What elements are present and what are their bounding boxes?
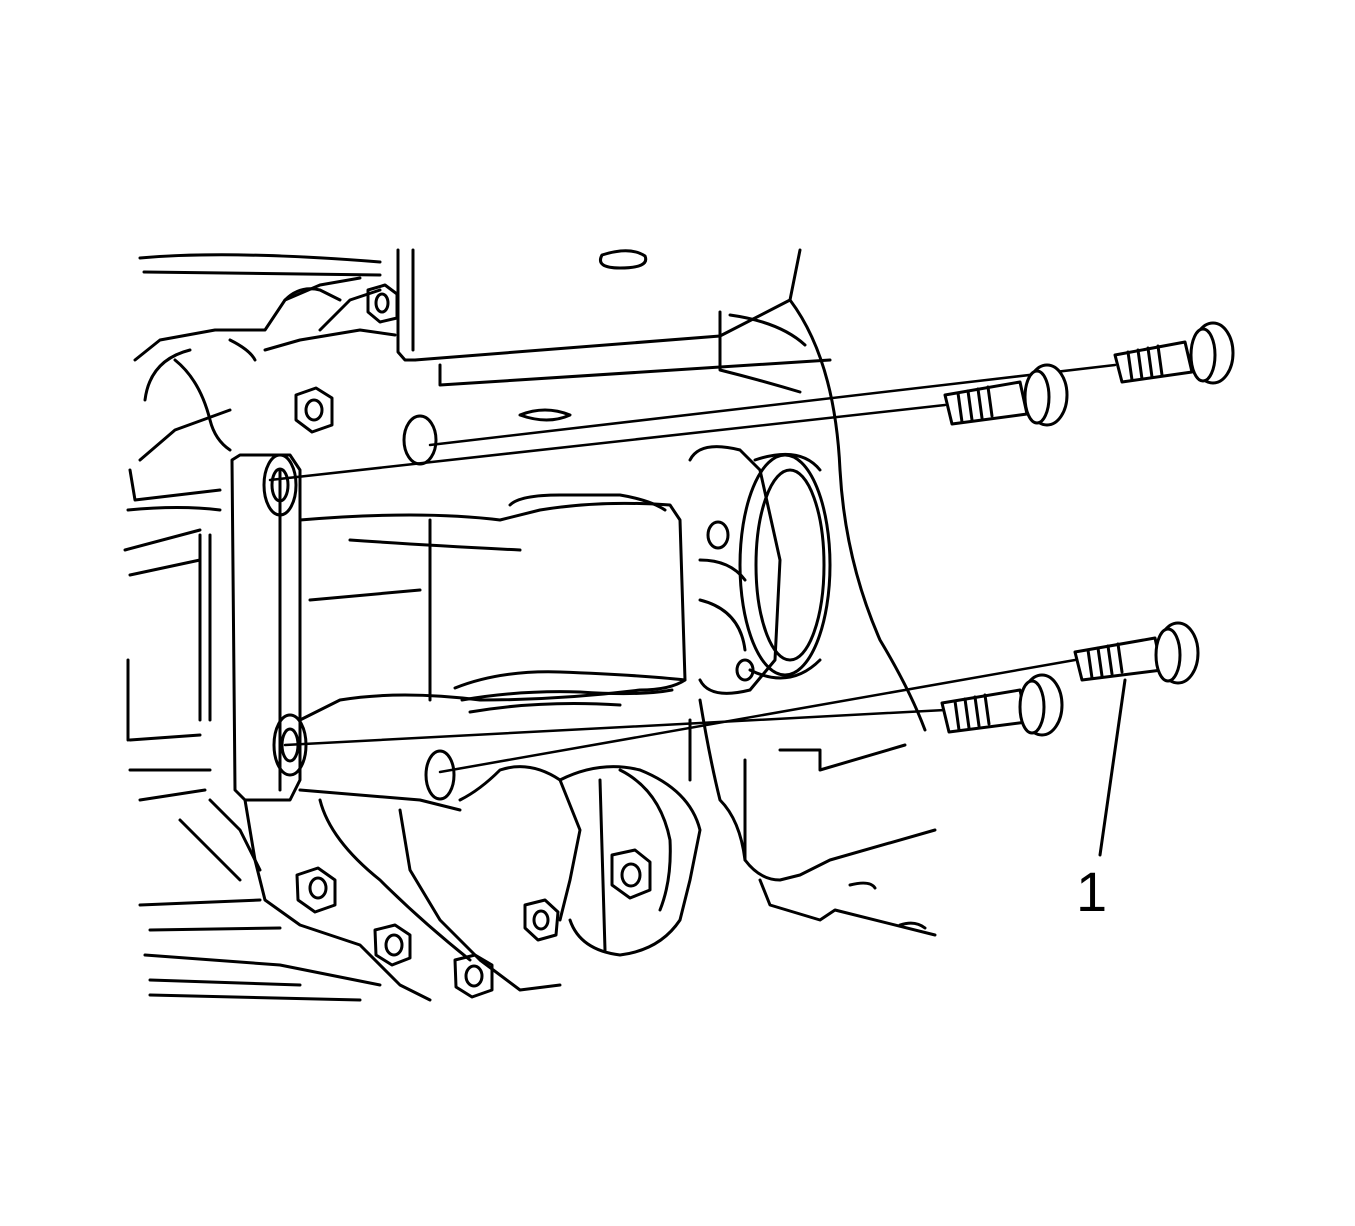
lower-bracket-arms <box>178 698 747 1002</box>
left-engine-detail <box>123 276 397 1002</box>
mount-bolt-lower-front <box>940 673 1064 737</box>
mount-bolt-upper-rear <box>1113 321 1235 385</box>
mount-bolt-upper-front <box>943 363 1069 427</box>
bolt-guide-lines <box>268 363 1117 774</box>
bracket-nuts <box>294 283 652 999</box>
callout-label-1: 1 <box>1076 860 1108 923</box>
transmission-housing <box>743 743 937 937</box>
callout-leader-line <box>1098 678 1127 857</box>
engine-mount-bracket <box>230 453 687 802</box>
engine-block-outline <box>138 248 927 732</box>
mount-bolt-lower-rear <box>1073 621 1200 685</box>
crankshaft-pulley <box>688 445 832 695</box>
